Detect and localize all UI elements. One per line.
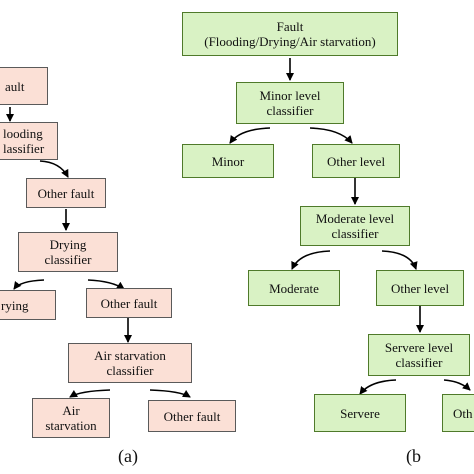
node-a-flooding-line2: lassifier xyxy=(3,141,45,156)
node-a-flooding-line1: looding xyxy=(3,126,43,141)
arrow-a-drying-to-drying-leaf xyxy=(13,279,45,290)
node-a-other-fault-3-label: Other fault xyxy=(163,408,221,424)
node-b-other-cut: Oth xyxy=(442,394,474,432)
node-b-severe-label: Servere xyxy=(340,405,380,421)
node-a-drying: rying xyxy=(0,290,56,320)
arrow-b-minor-classifier-to-minor xyxy=(229,127,271,144)
node-b-moderate: Moderate xyxy=(248,270,340,306)
node-b-minor: Minor xyxy=(182,144,274,178)
arrow-b-minor-classifier-to-other xyxy=(309,127,353,144)
panel-a-arrows xyxy=(6,107,191,398)
arrow-b-moderate-classifier-to-moderate xyxy=(291,250,331,270)
node-b-other-level-1-label: Other level xyxy=(326,153,386,169)
node-b-severe-classifier-line2: classifier xyxy=(395,355,443,370)
node-a-other-fault-3: Other fault xyxy=(148,400,236,432)
node-b-fault-line1: Fault xyxy=(276,19,304,34)
node-b-moderate-classifier-line1: Moderate level xyxy=(315,211,395,226)
caption-a: (a) xyxy=(118,446,138,466)
arrow-a-air-to-air-leaf xyxy=(69,389,111,398)
node-b-minor-classifier-line1: Minor level xyxy=(259,88,321,103)
node-a-fault-label: ault xyxy=(5,78,25,94)
node-b-fault: Fault (Flooding/Drying/Air starvation) xyxy=(182,12,398,56)
node-a-other-fault-2-label: Other fault xyxy=(100,295,158,311)
node-b-fault-line2: (Flooding/Drying/Air starvation) xyxy=(204,34,376,49)
arrow-b-severe-classifier-to-other xyxy=(443,379,471,391)
node-b-severe: Servere xyxy=(314,394,406,432)
node-a-air-line1: Air xyxy=(62,403,80,418)
node-b-minor-classifier-line2: classifier xyxy=(266,103,314,118)
arrow-b-moderate-classifier-to-other xyxy=(381,250,418,270)
node-b-minor-classifier: Minor level classifier xyxy=(236,82,344,124)
node-a-other-fault-1: Other fault xyxy=(26,178,106,208)
node-a-air-classifier-line2: classifier xyxy=(106,363,154,378)
node-a-flooding-classifier: looding lassifier xyxy=(0,122,58,160)
node-b-severe-classifier-line1: Servere level xyxy=(384,340,454,355)
arrow-a-flooding-to-other xyxy=(39,160,69,178)
node-a-air-starvation-classifier: Air starvation classifier xyxy=(68,343,192,383)
node-a-fault: ault xyxy=(0,67,48,105)
node-b-severe-classifier: Servere level classifier xyxy=(368,334,470,376)
node-a-air-starvation: Air starvation xyxy=(32,398,110,438)
node-a-drying-classifier: Drying classifier xyxy=(18,232,118,272)
node-b-moderate-classifier: Moderate level classifier xyxy=(300,206,410,246)
node-a-air-classifier-line1: Air starvation xyxy=(94,348,166,363)
arrow-a-drying-to-other xyxy=(87,279,125,290)
node-a-drying-label: rying xyxy=(1,297,29,313)
node-a-drying-line2: classifier xyxy=(44,252,92,267)
arrow-b-severe-classifier-to-severe xyxy=(359,379,397,395)
node-b-other-cut-label: Oth xyxy=(453,405,473,421)
caption-b: (b xyxy=(406,446,421,466)
panel-b-arrows xyxy=(229,58,471,395)
node-b-other-level-2: Other level xyxy=(376,270,464,306)
node-b-moderate-label: Moderate xyxy=(269,280,319,296)
node-a-other-fault-1-label: Other fault xyxy=(37,185,95,201)
node-a-other-fault-2: Other fault xyxy=(86,288,172,318)
node-a-air-line2: starvation xyxy=(45,418,97,433)
node-b-minor-label: Minor xyxy=(211,153,245,169)
arrow-a-air-to-other xyxy=(149,389,191,398)
node-b-other-level-2-label: Other level xyxy=(390,280,450,296)
node-b-other-level-1: Other level xyxy=(312,144,400,178)
node-b-moderate-classifier-line2: classifier xyxy=(331,226,379,241)
node-a-drying-line1: Drying xyxy=(49,237,87,252)
